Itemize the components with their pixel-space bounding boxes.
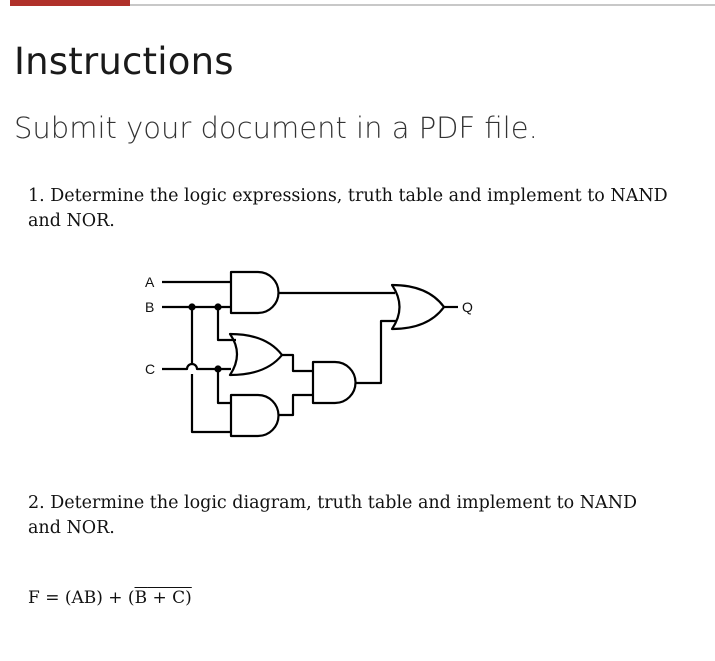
wire-b-and3 (190, 307, 231, 434)
question-2-line-2: and NOR. (28, 518, 115, 538)
progress-fill (10, 0, 130, 6)
wire-c-and3 (216, 369, 231, 405)
and-gate-2 (311, 360, 357, 405)
question-1: 1. Determine the logic expressions, trut… (28, 184, 678, 234)
wire-or2-out (282, 353, 313, 373)
wire-and2-out (355, 319, 396, 385)
and-gate-3 (229, 393, 280, 438)
formula-complement-group: B + C) (135, 588, 192, 608)
page-subtitle: Submit your document in a PDF file. (14, 111, 538, 145)
formula-b-bar: B (134, 588, 148, 608)
or-gate-3 (390, 283, 446, 331)
input-label-c: C (145, 361, 155, 377)
progress-track (10, 4, 715, 6)
question-2: 2. Determine the logic diagram, truth ta… (28, 491, 678, 541)
junction-dot (214, 303, 222, 311)
wire-c (162, 362, 231, 371)
boolean-formula: F = (AB) + (B + C) (28, 588, 192, 608)
input-label-b: B (145, 299, 154, 315)
question-2-line-1: 2. Determine the logic diagram, truth ta… (28, 493, 638, 513)
wire-and3-out (278, 393, 313, 417)
or-gate-2 (228, 332, 284, 377)
page-title: Instructions (14, 40, 234, 83)
question-1-line-2: and NOR. (28, 211, 115, 231)
junction-dot (214, 365, 222, 373)
formula-rest: + C) (147, 588, 192, 608)
formula-lhs: F = (AB) + ( (28, 588, 135, 608)
question-1-line-1: 1. Determine the logic expressions, trut… (28, 186, 668, 206)
junction-dot (188, 303, 196, 311)
input-label-a: A (145, 274, 155, 290)
wire-b-or2 (216, 307, 236, 342)
and-gate-1 (229, 270, 280, 315)
output-label-q: Q (462, 299, 473, 315)
